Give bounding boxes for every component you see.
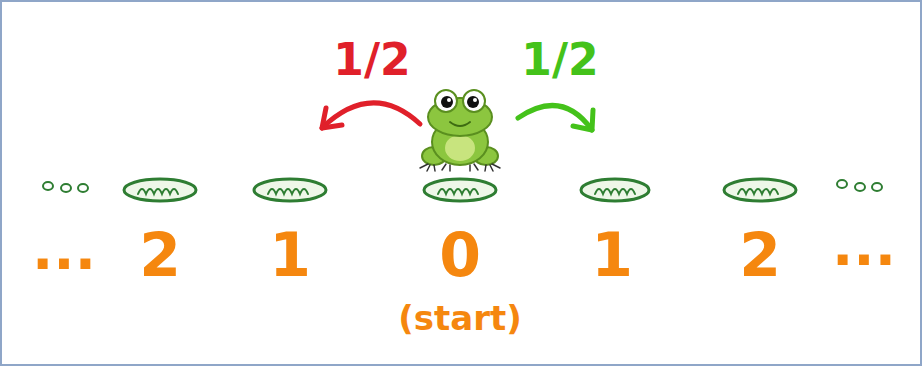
start-label: (start) [398, 301, 522, 335]
lily-pads [124, 179, 796, 201]
left-arrowhead [322, 108, 342, 128]
position-number: 0 [439, 225, 481, 285]
pad-scribbles [138, 189, 778, 194]
position-number: 1 [591, 225, 633, 285]
probability-label: 1/2 [333, 38, 410, 82]
frog [420, 90, 500, 171]
left-arrow [322, 103, 420, 128]
position-number: 1 [269, 225, 311, 285]
ellipsis: ... [832, 218, 896, 274]
probability-label: 1/2 [521, 38, 598, 82]
position-number: 2 [139, 225, 181, 285]
small-pads [43, 180, 882, 192]
position-number: 2 [739, 225, 781, 285]
ellipsis: ... [32, 222, 96, 278]
right-arrowhead [573, 110, 593, 130]
right-arrow [518, 106, 592, 131]
